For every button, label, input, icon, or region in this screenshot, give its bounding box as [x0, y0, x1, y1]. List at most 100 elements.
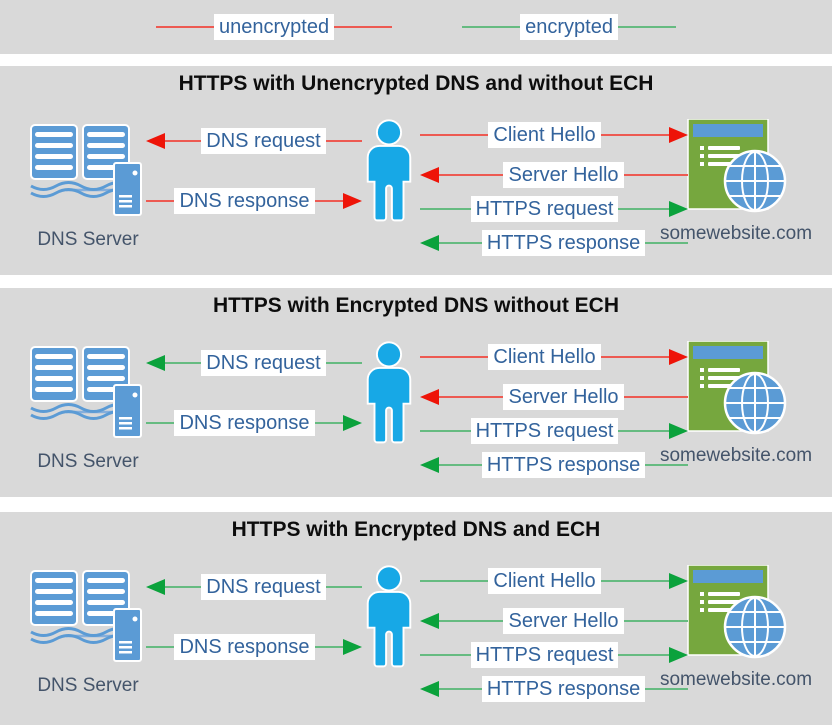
- arrow-label: Client Hello: [488, 122, 601, 148]
- arrow-label: DNS response: [174, 188, 315, 214]
- arrow-https-request: HTTPS request: [420, 196, 689, 222]
- arrowhead-left-icon: [420, 235, 439, 251]
- arrow-label: Server Hello: [503, 384, 624, 410]
- arrow-label: DNS response: [174, 634, 315, 660]
- arrow-line: [146, 422, 175, 424]
- person-icon: [360, 562, 418, 676]
- dns-server-icon: [28, 567, 143, 667]
- arrowhead-right-icon: [669, 349, 689, 365]
- arrowhead-right-icon: [343, 639, 362, 655]
- arrowhead-left-icon: [420, 389, 439, 405]
- person-icon: [360, 116, 418, 230]
- arrow-line: [600, 134, 670, 136]
- arrow-line: [439, 464, 482, 466]
- arrow-server-hello: Server Hello: [420, 162, 689, 188]
- panel-encrypted-dns-no-ech: HTTPS with Encrypted DNS without ECH DNS…: [0, 288, 832, 497]
- dns-server-icon: [28, 121, 143, 221]
- arrow-line: [420, 208, 471, 210]
- legend-item-encrypted: encrypted: [462, 14, 676, 40]
- arrow-label: HTTPS response: [481, 676, 646, 702]
- arrow-label: HTTPS request: [470, 418, 619, 444]
- arrowhead-right-icon: [343, 193, 362, 209]
- legend-bar: unencrypted encrypted: [0, 0, 832, 54]
- panel-title: HTTPS with Unencrypted DNS and without E…: [178, 72, 654, 95]
- legend-label: unencrypted: [214, 14, 335, 40]
- arrow-line: [314, 422, 343, 424]
- arrow-label: Client Hello: [488, 568, 601, 594]
- website-label: somewebsite.com: [659, 445, 813, 466]
- arrow-line: [420, 580, 489, 582]
- legend-item-unencrypted: unencrypted: [156, 14, 393, 40]
- arrow-dns-response: DNS response: [146, 634, 362, 660]
- arrowhead-left-icon: [420, 681, 439, 697]
- arrow-line: [439, 242, 482, 244]
- arrow-line: [600, 356, 670, 358]
- panel-unencrypted-dns-no-ech: HTTPS with Unencrypted DNS and without E…: [0, 66, 832, 275]
- arrow-line: [146, 646, 175, 648]
- arrow-https-request: HTTPS request: [420, 642, 689, 668]
- arrow-line: [645, 242, 689, 244]
- arrow-line: [623, 396, 689, 398]
- arrow-client-hello: Client Hello: [420, 568, 689, 594]
- arrowhead-right-icon: [669, 423, 689, 439]
- arrowhead-left-icon: [420, 457, 439, 473]
- legend-line: [617, 26, 676, 28]
- arrow-line: [623, 174, 689, 176]
- arrow-dns-request: DNS request: [146, 574, 362, 600]
- arrowhead-right-icon: [669, 573, 689, 589]
- legend-line: [156, 26, 215, 28]
- arrow-line: [439, 688, 482, 690]
- arrow-dns-response: DNS response: [146, 410, 362, 436]
- arrow-line: [645, 464, 689, 466]
- arrow-label: DNS request: [201, 350, 326, 376]
- arrowhead-right-icon: [669, 127, 689, 143]
- arrow-line: [146, 200, 175, 202]
- panel-title: HTTPS with Encrypted DNS and ECH: [231, 518, 601, 541]
- arrow-line: [420, 430, 471, 432]
- arrowhead-right-icon: [669, 647, 689, 663]
- arrow-line: [325, 586, 362, 588]
- arrowhead-left-icon: [146, 133, 165, 149]
- arrow-https-response: HTTPS response: [420, 676, 689, 702]
- legend-line: [462, 26, 521, 28]
- arrow-line: [314, 200, 343, 202]
- website-icon: [683, 119, 793, 219]
- panel-title: HTTPS with Encrypted DNS without ECH: [212, 294, 619, 317]
- arrowhead-left-icon: [420, 167, 439, 183]
- arrow-dns-request: DNS request: [146, 350, 362, 376]
- arrowhead-right-icon: [343, 415, 362, 431]
- arrowhead-right-icon: [669, 201, 689, 217]
- arrow-line: [325, 140, 362, 142]
- arrow-label: HTTPS request: [470, 642, 619, 668]
- arrow-label: Client Hello: [488, 344, 601, 370]
- arrow-label: HTTPS response: [481, 452, 646, 478]
- legend-label: encrypted: [520, 14, 618, 40]
- arrow-client-hello: Client Hello: [420, 122, 689, 148]
- arrow-https-request: HTTPS request: [420, 418, 689, 444]
- website-label: somewebsite.com: [659, 669, 813, 690]
- arrow-line: [439, 174, 504, 176]
- arrow-line: [165, 140, 202, 142]
- website-icon: [683, 341, 793, 441]
- arrow-label: DNS response: [174, 410, 315, 436]
- arrowhead-left-icon: [420, 613, 439, 629]
- arrowhead-left-icon: [146, 579, 165, 595]
- arrow-label: Server Hello: [503, 162, 624, 188]
- website-icon: [683, 565, 793, 665]
- arrow-https-response: HTTPS response: [420, 452, 689, 478]
- arrow-dns-response: DNS response: [146, 188, 362, 214]
- dns-server-icon: [28, 343, 143, 443]
- arrow-line: [645, 688, 689, 690]
- panel-encrypted-dns-and-ech: HTTPS with Encrypted DNS and ECH DNS Ser…: [0, 512, 832, 725]
- arrow-line: [165, 586, 202, 588]
- arrow-line: [439, 396, 504, 398]
- arrow-line: [165, 362, 202, 364]
- arrow-line: [420, 356, 489, 358]
- arrow-line: [618, 208, 670, 210]
- dns-server-label: DNS Server: [37, 451, 139, 472]
- arrow-label: HTTPS request: [470, 196, 619, 222]
- arrow-line: [618, 654, 670, 656]
- arrow-label: DNS request: [201, 574, 326, 600]
- arrow-client-hello: Client Hello: [420, 344, 689, 370]
- arrow-line: [439, 620, 504, 622]
